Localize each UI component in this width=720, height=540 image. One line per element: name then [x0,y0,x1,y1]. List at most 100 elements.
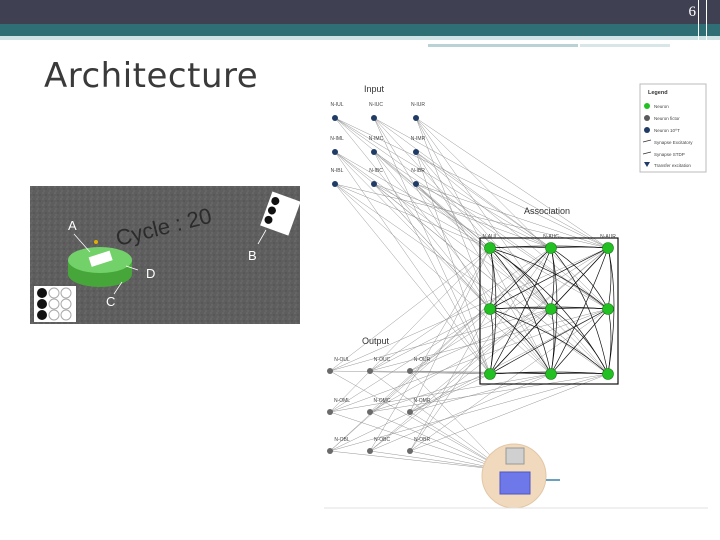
association-synapse [607,247,612,310]
slide-header-line [428,44,578,47]
synapse-line [329,247,491,413]
synapse-line [415,151,552,375]
synapse-line [369,370,552,375]
synapse-line [329,247,552,452]
association-layer-label: Association [524,206,570,216]
synapse-line [415,183,552,310]
legend-item: Synapse Excitatory [654,140,693,145]
input-neuron-label: N-IML [330,136,344,142]
input-neuron [413,181,419,187]
synapse-line [373,151,609,310]
output-neuron [407,448,413,454]
association-neuron [545,368,557,380]
synapse-line [373,151,491,375]
synapse-line [334,117,609,249]
association-synapse [550,307,609,310]
synapse-line [369,247,552,372]
synapse-line [369,308,609,372]
synapse-line [415,117,552,310]
header-divider [706,0,707,48]
synapse-line [329,247,491,372]
output-neuron [367,448,373,454]
output-neuron-label: N-OUR [414,357,431,363]
synapse-line [409,308,609,452]
synapse-line [373,183,491,249]
synapse-line [415,151,552,249]
association-synapse [489,247,552,310]
output-neuron-label: N-OBC [374,437,391,443]
synapse-line [369,373,609,413]
association-mesh [479,237,619,385]
synapse-line [334,151,609,310]
output-neuron-label: N-OBL [334,437,350,443]
synapse-line [329,373,609,452]
input-neuron [371,115,377,121]
synapse-line [415,183,609,375]
input-neuron [332,115,338,121]
input-neuron [413,115,419,121]
synapse-line [369,308,491,372]
legend-item: Neuron 10^T [654,128,680,133]
association-synapse [489,308,609,375]
association-synapse [550,247,609,375]
association-synapse [550,308,555,375]
synapse-line [334,117,609,310]
slide-header-accent [0,24,720,36]
slide-title: Architecture [44,56,259,96]
sensor-panel-b [260,191,300,236]
synapse-line [369,370,505,471]
synapse-line [334,151,552,310]
synapse-line [409,247,609,372]
synapse-line [415,183,552,249]
input-neuron-label: N-IUR [411,102,425,108]
synapse-line [415,151,491,375]
simulation-image: Cycle : 20 A D B C [30,186,300,324]
synapse-line [329,373,552,413]
marker-d: D [146,266,155,281]
output-layer-label: Output [362,336,390,346]
robot-marker [94,240,98,244]
synapse-line [409,370,491,375]
slide-header-bar [0,0,720,24]
output-neuron [407,409,413,415]
input-neuron-label: N-IBR [411,168,425,174]
legend-neuron-icon [644,103,650,109]
association-synapse [550,247,609,375]
legend-neuron-fictor-icon [644,115,650,121]
synapse-line [334,117,491,310]
synapse-line [415,117,609,249]
marker-c: C [106,294,115,309]
synapse-line [329,308,491,452]
legend-neuron-io-icon [644,127,650,133]
association-synapse [489,247,552,375]
association-synapse [550,246,609,249]
synapse-line [373,117,491,310]
robot-figure [481,443,560,509]
synapse-line [369,373,552,452]
output-neuron [327,448,333,454]
legend-transfer-icon [644,162,650,167]
input-neuron-label: N-IMC [369,136,384,142]
synapse-line [409,373,552,413]
synapse-line [373,183,609,375]
association-neuron-label: N-AUC [543,234,559,240]
legend-box: Legend Neuron Neuron fictor Neuron 10^T … [639,83,707,173]
robot-sensor [88,250,113,267]
synapse-line [373,183,491,310]
synapse-line [369,247,609,452]
synapse-line [369,373,491,413]
association-frame [479,237,619,385]
association-neuron [602,242,614,254]
association-neuron [484,303,496,315]
synapse-line [329,370,505,471]
synapse-line [334,151,491,375]
legend-item: Neuron fictor [654,116,680,121]
legend-item: Synapse STDP [654,152,685,157]
input-neuron [371,181,377,187]
synapse-lines [329,117,609,471]
output-neuron-label: N-OML [334,398,350,404]
synapse-line [329,247,609,372]
output-neuron [327,368,333,374]
association-synapse [550,308,609,375]
page-number: 6 [688,4,697,20]
